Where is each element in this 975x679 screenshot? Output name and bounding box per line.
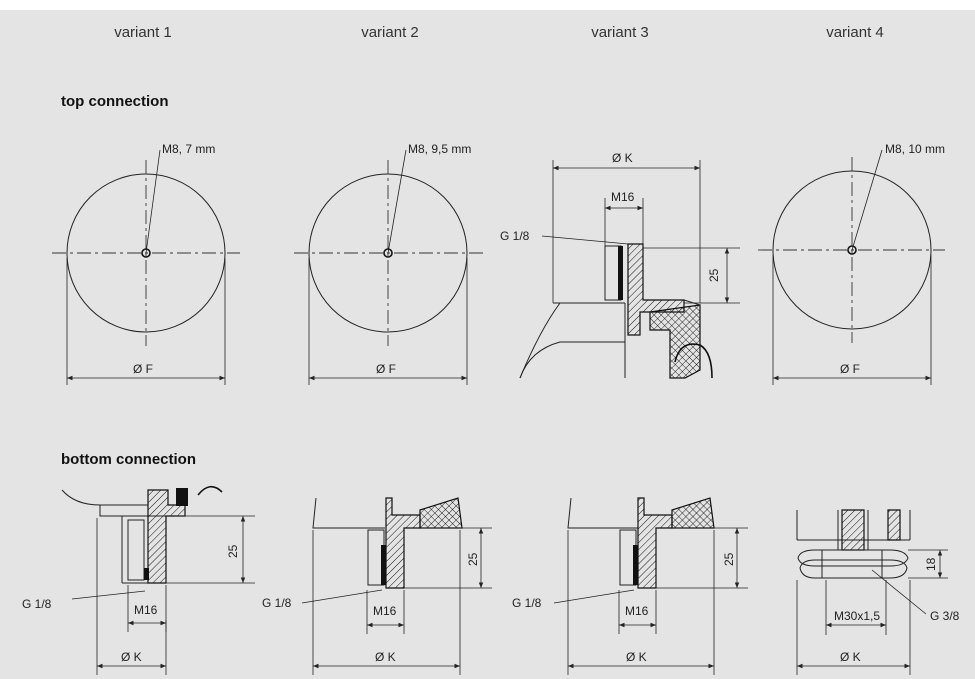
bottom-connection-heading: bottom connection — [61, 451, 196, 468]
v3-bottom-g18: G 1/8 — [512, 596, 542, 610]
variant-4-title: variant 4 — [826, 24, 884, 41]
v1-top-view: M8, 7 mm Ø F — [52, 142, 240, 385]
v1-port — [141, 248, 151, 258]
v2-bottom-g18: G 1/8 — [262, 596, 292, 610]
v2-thread-label: M8, 9,5 mm — [408, 142, 471, 156]
v2-port — [383, 248, 393, 258]
v3-g18-label: G 1/8 — [500, 229, 530, 243]
v4-top-view: M8, 10 mm Ø F — [758, 142, 945, 385]
v3-bottom-m16: M16 — [625, 604, 649, 618]
v1-bottom-diameter-k: Ø K — [121, 650, 142, 664]
v1-bottom-dim-25: 25 — [226, 544, 240, 558]
v2-bottom-section: 25 G 1/8 M16 Ø K — [262, 497, 492, 675]
v4-port — [847, 245, 857, 255]
v2-top-view: M8, 9,5 mm Ø F — [294, 142, 484, 385]
v2-bottom-diameter-k: Ø K — [375, 650, 396, 664]
v4-bottom-section: 18 M30x1,5 G 3/8 Ø K — [796, 509, 960, 675]
v4-bottom-m30: M30x1,5 — [834, 609, 880, 623]
v4-bottom-diameter-k: Ø K — [840, 650, 861, 664]
v1-bottom-g18: G 1/8 — [22, 597, 52, 611]
variant-3-title: variant 3 — [591, 24, 649, 41]
v1-diameter-f-label: Ø F — [133, 362, 153, 376]
v3-bottom-dim-25: 25 — [722, 552, 736, 566]
v2-bottom-m16: M16 — [373, 604, 397, 618]
v4-bottom-g38: G 3/8 — [930, 609, 960, 623]
v2-bottom-dim-25: 25 — [466, 552, 480, 566]
variant-1-title: variant 1 — [114, 24, 172, 41]
v1-bottom-section: 25 G 1/8 M16 Ø K — [22, 485, 255, 675]
v4-thread-label: M8, 10 mm — [885, 142, 945, 156]
v2-diameter-f-label: Ø F — [376, 362, 396, 376]
v3-top-section: Ø K M16 G 1/8 25 — [500, 151, 740, 379]
v4-diameter-f-label: Ø F — [840, 362, 860, 376]
v3-bottom-diameter-k: Ø K — [626, 650, 647, 664]
v3-m16-label: M16 — [611, 190, 635, 204]
v3-dim-25-label: 25 — [707, 268, 721, 282]
v1-thread-label: M8, 7 mm — [162, 142, 215, 156]
v3-diameter-k-label: Ø K — [612, 151, 633, 165]
variant-2-title: variant 2 — [361, 24, 419, 41]
v4-bottom-dim-18: 18 — [924, 557, 938, 571]
v3-bottom-section: 25 G 1/8 M16 Ø K — [512, 497, 748, 675]
v1-bottom-m16: M16 — [134, 603, 158, 617]
top-connection-heading: top connection — [61, 93, 169, 110]
